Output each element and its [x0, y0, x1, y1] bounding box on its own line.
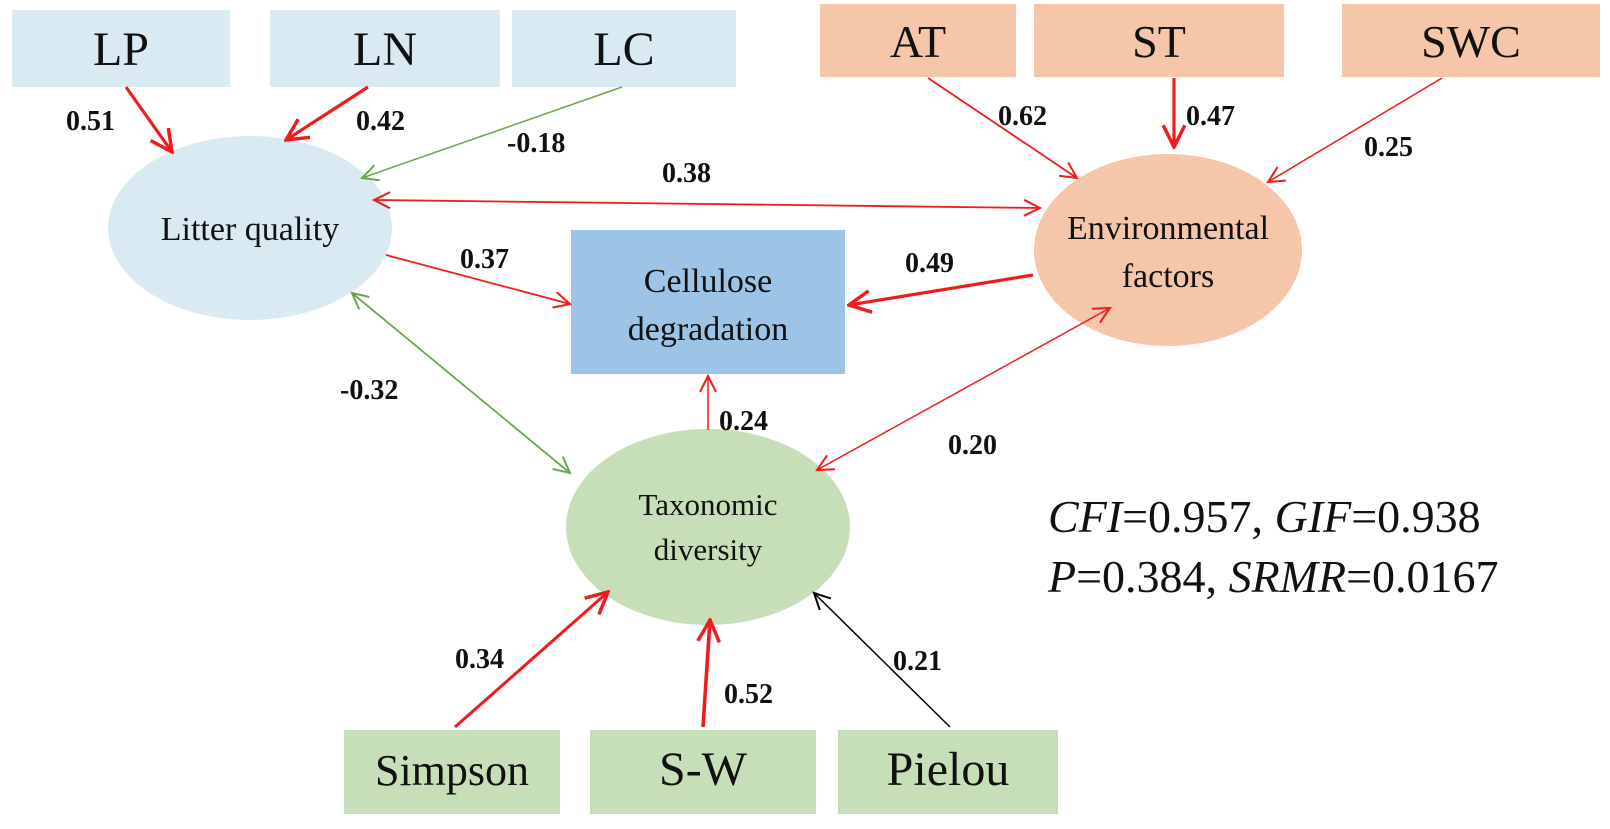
- env-label-line1: Environmental: [1067, 210, 1269, 247]
- path-pielou-taxonomic: [814, 593, 951, 728]
- node-lc: LC: [512, 10, 736, 87]
- path-ln-litter: [286, 85, 369, 140]
- path-lc-litter: [362, 86, 623, 178]
- cfi-value: =0.957,: [1122, 491, 1275, 542]
- path-simpson-taxonomic: [454, 592, 608, 729]
- node-lp-label: LP: [93, 23, 149, 76]
- srmr-value: =0.0167: [1346, 551, 1499, 602]
- path-env-cellulose: [849, 273, 1034, 305]
- node-pielou: Pielou: [838, 730, 1058, 814]
- node-at: AT: [820, 4, 1016, 77]
- model-fit-statistics: CFI=0.957, GIF=0.938 P=0.384, SRMR=0.016…: [1048, 487, 1499, 607]
- node-cellulose-degradation: Cellulose degradation: [571, 230, 845, 374]
- taxonomic-label-line1: Taxonomic: [638, 487, 777, 522]
- coef-litter-cellulose: 0.37: [460, 244, 509, 275]
- node-pielou-label: Pielou: [887, 743, 1010, 796]
- coef-litter-env: 0.38: [662, 158, 711, 189]
- node-lc-label: LC: [593, 23, 654, 76]
- coef-pielou-taxonomic: 0.21: [893, 646, 942, 677]
- coef-st-env: 0.47: [1186, 101, 1235, 132]
- path-sw-taxonomic: [703, 620, 710, 728]
- path-lp-litter: [124, 86, 172, 152]
- fit-line-2: P=0.384, SRMR=0.0167: [1048, 547, 1499, 607]
- coef-env-cellulose: 0.49: [905, 248, 954, 279]
- coef-ln-litter: 0.42: [356, 106, 405, 137]
- path-swc-env: [1268, 77, 1443, 182]
- coef-taxonomic-cellulose: 0.24: [719, 406, 768, 437]
- node-simpson: Simpson: [344, 730, 560, 814]
- srmr-label: SRMR: [1228, 551, 1347, 602]
- path-litter-env: [374, 200, 1040, 208]
- coef-swc-env: 0.25: [1364, 132, 1413, 163]
- node-lp: LP: [12, 10, 230, 87]
- p-value: =0.384,: [1076, 551, 1229, 602]
- node-litter-quality: Litter quality: [108, 136, 392, 320]
- node-sw-label: S-W: [659, 743, 748, 796]
- node-at-label: AT: [890, 16, 946, 67]
- fit-line-1: CFI=0.957, GIF=0.938: [1048, 487, 1499, 547]
- path-at-env: [927, 77, 1077, 178]
- coef-at-env: 0.62: [998, 101, 1047, 132]
- gif-value: =0.938: [1351, 491, 1481, 542]
- coef-env-taxonomic: 0.20: [948, 430, 997, 461]
- coef-simpson-taxonomic: 0.34: [455, 644, 504, 675]
- env-label-line2: factors: [1122, 258, 1215, 295]
- node-taxonomic-diversity: Taxonomic diversity: [566, 429, 850, 625]
- litter-quality-label: Litter quality: [161, 211, 339, 248]
- coef-sw-taxonomic: 0.52: [724, 679, 773, 710]
- node-st-label: ST: [1132, 16, 1186, 67]
- node-swc-label: SWC: [1421, 16, 1521, 67]
- cellulose-label-line1: Cellulose: [644, 263, 772, 300]
- node-environmental-factors: Environmental factors: [1034, 154, 1302, 346]
- node-ln: LN: [270, 10, 500, 87]
- cfi-label: CFI: [1048, 491, 1123, 542]
- node-st: ST: [1034, 4, 1284, 77]
- node-sw: S-W: [590, 730, 816, 814]
- coef-lc-litter: -0.18: [507, 128, 565, 159]
- taxonomic-label-line2: diversity: [654, 532, 763, 567]
- p-label: P: [1048, 551, 1077, 602]
- path-litter-taxonomic: [352, 293, 570, 473]
- coef-lp-litter: 0.51: [66, 106, 115, 137]
- path-env-taxonomic: [817, 308, 1110, 470]
- cellulose-label-line2: degradation: [628, 311, 789, 348]
- coef-litter-taxonomic: -0.32: [340, 375, 398, 406]
- node-swc: SWC: [1342, 4, 1600, 77]
- node-simpson-label: Simpson: [375, 746, 529, 795]
- gif-label: GIF: [1274, 491, 1352, 542]
- node-ln-label: LN: [353, 23, 417, 76]
